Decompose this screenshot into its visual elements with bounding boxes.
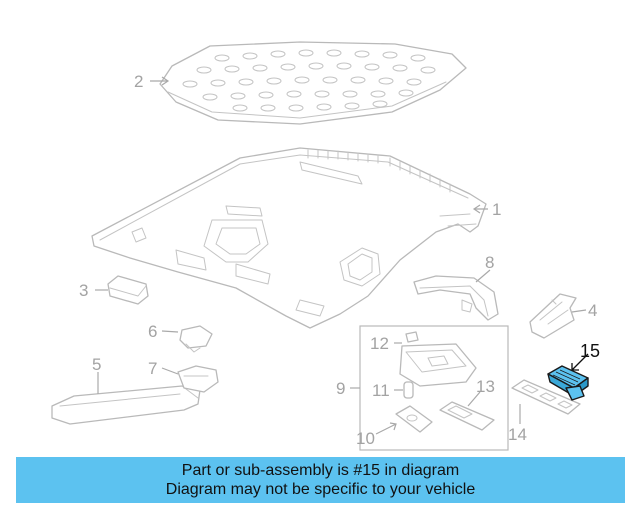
callout-15: 15 (580, 341, 600, 361)
part-9-dome-lamp-group (359, 325, 509, 451)
banner-line-1: Part or sub-assembly is #15 in diagram (181, 462, 460, 479)
callout-12: 12 (370, 334, 389, 353)
part-15-highlighted (547, 365, 589, 401)
part-4-bracket (529, 293, 577, 339)
callout-5: 5 (92, 355, 101, 374)
callout-14: 14 (508, 425, 527, 444)
part-7-retainer (177, 365, 219, 393)
callout-7: 7 (148, 359, 157, 378)
callout-2: 2 (134, 72, 143, 91)
callout-13: 13 (476, 377, 495, 396)
part-5-sunvisor (51, 385, 201, 425)
callout-3: 3 (79, 281, 88, 300)
insulator-hole-pattern (182, 49, 436, 112)
part-14-lens (511, 379, 581, 415)
part-1-headliner (91, 147, 487, 329)
info-banner: Part or sub-assembly is #15 in diagram D… (16, 457, 625, 503)
leader-lines (95, 76, 589, 435)
callout-6: 6 (148, 322, 157, 341)
parts-diagram: 2 1 3 4 5 6 7 8 9 11 12 10 13 14 15 (51, 41, 600, 451)
callout-11: 11 (372, 381, 390, 400)
part-8-handle (413, 275, 499, 321)
callout-1: 1 (492, 200, 501, 219)
part-6-visor-holder (179, 325, 213, 353)
callout-10: 10 (356, 429, 375, 448)
banner-line-2: Diagram may not be specific to your vehi… (165, 481, 476, 498)
callout-9: 9 (336, 379, 345, 398)
callout-8: 8 (485, 253, 494, 272)
callout-4: 4 (588, 301, 597, 320)
part-3-clip (107, 275, 149, 305)
part-2-insulator (159, 41, 467, 125)
